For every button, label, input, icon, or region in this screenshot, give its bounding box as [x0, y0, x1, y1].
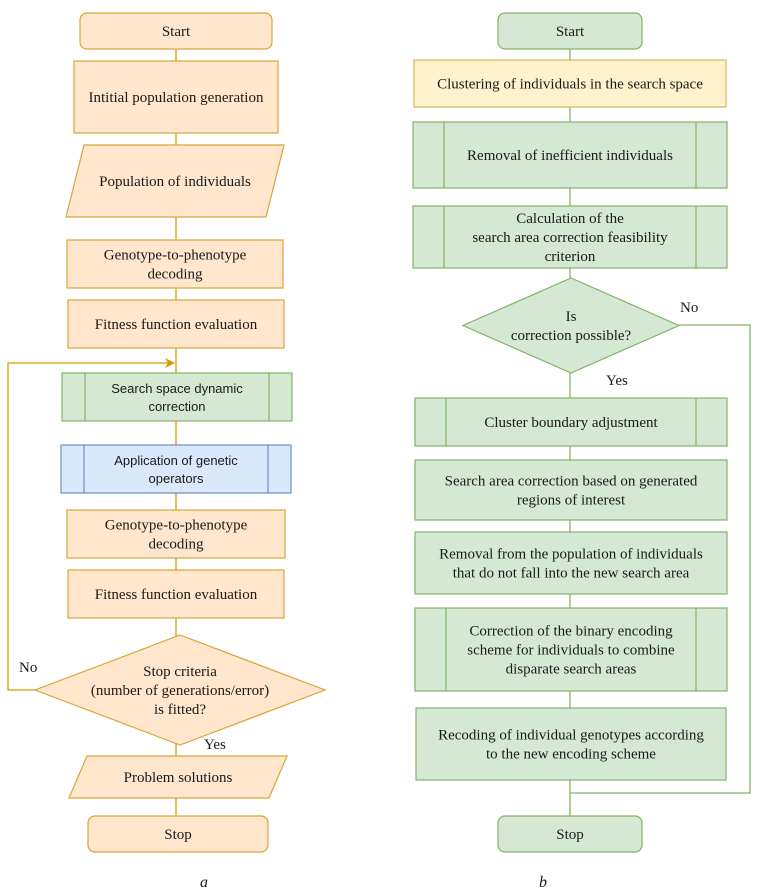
- node-label: Application of genetic: [114, 453, 238, 468]
- node-label: that do not fall into the new search are…: [453, 566, 690, 582]
- node-label: Stop: [556, 827, 584, 843]
- diagram_b-node-feasibility-calc: Calculation of the search area correction…: [412, 205, 728, 269]
- diagram_b-node-start: Start: [497, 12, 643, 50]
- node-label: Problem solutions: [124, 770, 233, 786]
- diagram_b-node-recoding: Recoding of individual genotypes accordi…: [415, 707, 727, 781]
- node-label: Recoding of individual genotypes accordi…: [438, 728, 704, 744]
- node-label: Correction of the binary encoding: [469, 624, 673, 640]
- diagram_a-node-pop-individuals: Population of individuals: [65, 144, 285, 218]
- process-shape: [414, 531, 728, 595]
- node-label: Removal of inefficient individuals: [467, 148, 673, 164]
- node-label: criterion: [545, 249, 596, 265]
- node-label: correction possible?: [511, 328, 632, 344]
- diagram_a-node-fitness-2: Fitness function evaluation: [67, 569, 285, 619]
- node-label: regions of interest: [517, 493, 626, 509]
- node-label: Start: [162, 24, 191, 40]
- node-label: Fitness function evaluation: [95, 587, 258, 603]
- process-shape: [67, 569, 285, 619]
- process-shape: [413, 59, 727, 108]
- subprocess-shape: [60, 444, 292, 494]
- decision-shape: [33, 634, 327, 746]
- diagram_a-node-start: Start: [79, 12, 273, 50]
- edge-label-no-b: No: [680, 300, 698, 316]
- diagram_b-node-encoding-correction: Correction of the binary encoding scheme …: [414, 607, 728, 692]
- edge-label-yes-a: Yes: [204, 737, 226, 753]
- node-label: Genotype-to-phenotype: [104, 248, 247, 264]
- edge-no-b: [570, 324, 751, 794]
- node-label: operators: [149, 471, 204, 486]
- node-label: (number of generations/error): [91, 683, 269, 699]
- subprocess-shape: [414, 607, 728, 692]
- caption-a: a: [200, 874, 208, 891]
- terminal-shape: [87, 815, 269, 853]
- subprocess-shape: [412, 205, 728, 269]
- node-label: decoding: [148, 267, 203, 283]
- terminal-shape: [497, 12, 643, 50]
- diagram_a-node-stop-criteria: Stop criteria (number of generations/erro…: [33, 634, 327, 746]
- diagram_a-node-stop: Stop: [87, 815, 269, 853]
- diagram_b-node-area-correction: Search area correction based on generate…: [414, 459, 728, 521]
- node-label: Calculation of the: [516, 211, 624, 227]
- node-label: Cluster boundary adjustment: [484, 415, 658, 431]
- process-shape: [414, 459, 728, 521]
- edge-loop-no-a: [7, 358, 175, 691]
- node-label: Removal from the population of individua…: [439, 547, 703, 563]
- node-label: Stop: [164, 827, 192, 843]
- subprocess-shape: [61, 372, 293, 422]
- node-label: decoding: [149, 537, 204, 553]
- edge-label-yes-b: Yes: [606, 373, 628, 389]
- process-shape: [415, 707, 727, 781]
- diagram_a-node-solutions: Problem solutions: [68, 755, 288, 799]
- edge-labels: No Yes No Yes a b: [19, 300, 698, 891]
- node-label: Clustering of individuals in the search …: [437, 77, 703, 93]
- process-shape: [73, 60, 279, 134]
- node-label: Intitial population generation: [89, 90, 264, 106]
- data-shape: [65, 144, 285, 218]
- diagram_a-node-search-correction: Search space dynamic correction: [61, 372, 293, 422]
- node-label: Search area correction based on generate…: [445, 474, 698, 490]
- terminal-shape: [79, 12, 273, 50]
- node-label: Start: [556, 24, 585, 40]
- diagram_a-node-fitness-1: Fitness function evaluation: [67, 299, 285, 349]
- diagram_a-node-decode-1: Genotype-to-phenotype decoding: [66, 239, 284, 289]
- node-label: is fitted?: [154, 702, 206, 718]
- process-shape: [66, 239, 284, 289]
- node-label: search area correction feasibility: [472, 230, 668, 246]
- node-label: correction: [148, 399, 205, 414]
- subprocess-shape: [412, 121, 728, 189]
- diagram_b-node-boundary-adjust: Cluster boundary adjustment: [414, 397, 728, 447]
- node-label: Genotype-to-phenotype: [105, 518, 248, 534]
- decision-shape: [461, 277, 681, 374]
- data-shape: [68, 755, 288, 799]
- node-label: Search space dynamic: [111, 381, 243, 396]
- diagram_b-node-removal-inefficient: Removal of inefficient individuals: [412, 121, 728, 189]
- process-shape: [67, 299, 285, 349]
- diagram_a-node-init-pop: Intitial population generation: [73, 60, 279, 134]
- node-label: to the new encoding scheme: [486, 747, 656, 763]
- diagram_b-node-clustering: Clustering of individuals in the search …: [413, 59, 727, 108]
- terminal-shape: [497, 815, 643, 853]
- node-label: Population of individuals: [99, 174, 251, 190]
- edge-label-no-a: No: [19, 660, 37, 676]
- diagram_a-node-decode-2: Genotype-to-phenotype decoding: [66, 509, 286, 559]
- node-label: Stop criteria: [143, 664, 217, 680]
- node-label: disparate search areas: [506, 662, 637, 678]
- diagram_b-node-stop: Stop: [497, 815, 643, 853]
- process-shape: [66, 509, 286, 559]
- node-label: Is: [566, 309, 577, 325]
- subprocess-shape: [414, 397, 728, 447]
- diagram_b-node-removal-outside: Removal from the population of individua…: [414, 531, 728, 595]
- node-label: Fitness function evaluation: [95, 317, 258, 333]
- caption-b: b: [539, 874, 547, 891]
- diagram_b-node-correction-possible: Is correction possible?: [461, 277, 681, 374]
- diagram_a-node-genetic-ops: Application of genetic operators: [60, 444, 292, 494]
- node-label: scheme for individuals to combine: [467, 643, 675, 659]
